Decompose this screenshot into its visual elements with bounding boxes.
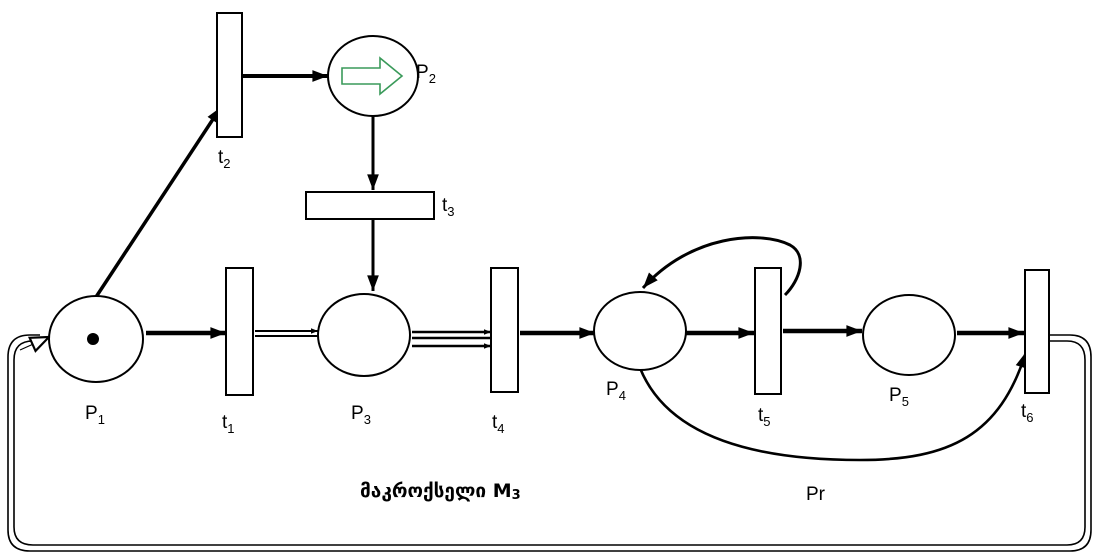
transition-t2 — [216, 12, 243, 138]
arc-label-pr: Pr — [806, 484, 826, 505]
label-t6: t6 — [1021, 401, 1034, 425]
label-p3: P3 — [351, 403, 371, 427]
arc-p4-t6-pr — [638, 351, 1028, 462]
label-t5: t5 — [758, 405, 771, 429]
macro-caption: მაკროქსელი M3 — [360, 480, 521, 503]
transition-t5 — [754, 267, 782, 395]
label-t3: t3 — [442, 195, 455, 219]
boundary-entry-arrow — [19, 337, 49, 350]
label-p2: P2 — [416, 62, 436, 86]
label-t4: t4 — [492, 412, 505, 436]
arc-t5-p4-loop — [641, 236, 802, 297]
transition-t4 — [490, 267, 519, 393]
macro-boundary-outer — [7, 334, 1092, 552]
token-dot — [87, 333, 99, 345]
transition-t6 — [1024, 269, 1050, 394]
label-p4: P4 — [606, 379, 626, 403]
place-p5 — [862, 294, 956, 376]
label-p5: P5 — [889, 385, 909, 409]
label-t1: t1 — [222, 412, 235, 436]
place-p4 — [593, 291, 687, 371]
macro-boundary-inner — [13, 340, 1086, 546]
arcs — [94, 70, 1028, 462]
transitions — [216, 12, 1050, 396]
transition-t3 — [305, 191, 435, 220]
label-p1: P1 — [85, 403, 105, 427]
arc-p1-t2 — [94, 106, 223, 298]
transition-t1 — [225, 267, 254, 396]
right-arrow-icon — [341, 56, 404, 96]
place-p3 — [317, 293, 411, 377]
label-t2: t2 — [218, 147, 231, 171]
